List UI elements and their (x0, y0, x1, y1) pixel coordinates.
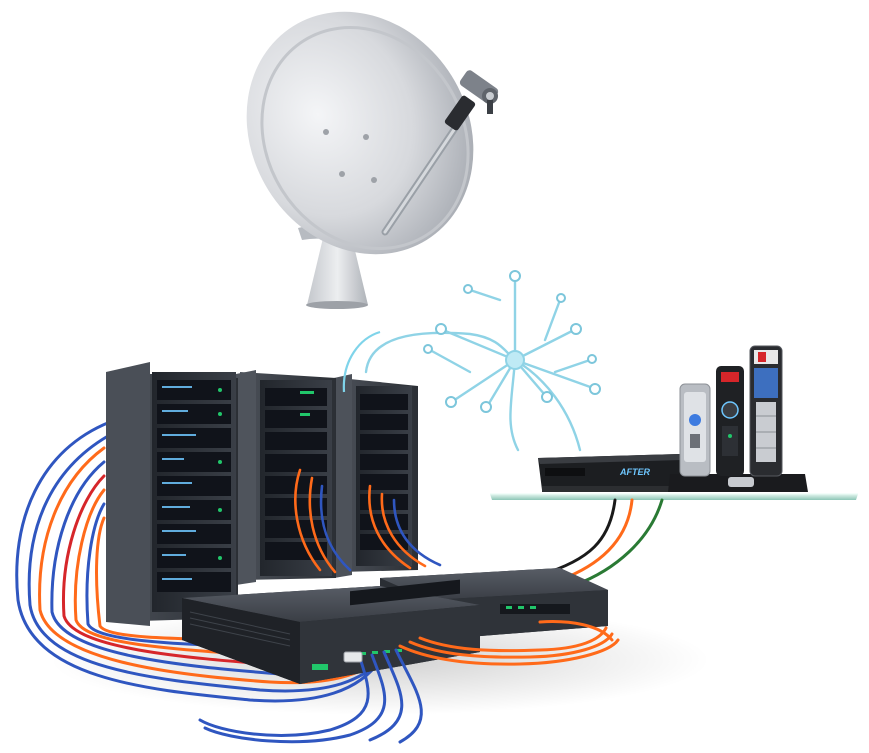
remote-control-left (679, 383, 711, 477)
glass-shelf (490, 493, 858, 500)
remote-control-middle (716, 366, 744, 476)
switch-cables (198, 620, 620, 744)
server-rack-1 (106, 362, 238, 626)
set-top-box-brand: AFTER (619, 467, 650, 477)
fiber-junction (364, 276, 595, 452)
dish-feed-cable (342, 330, 381, 393)
remote-stand-base (668, 474, 808, 492)
satellite-dish (246, 11, 499, 309)
network-switch-left (182, 579, 480, 684)
remote-control-right (749, 345, 783, 477)
fiber-endpoints (423, 270, 601, 413)
lnb-feed-horn (444, 70, 499, 131)
fiber-core (505, 350, 525, 370)
rack-patch-cables (294, 468, 442, 574)
server-rack-3 (334, 374, 418, 578)
set-top-box: AFTER (538, 454, 684, 492)
rj45-connector (343, 651, 363, 663)
